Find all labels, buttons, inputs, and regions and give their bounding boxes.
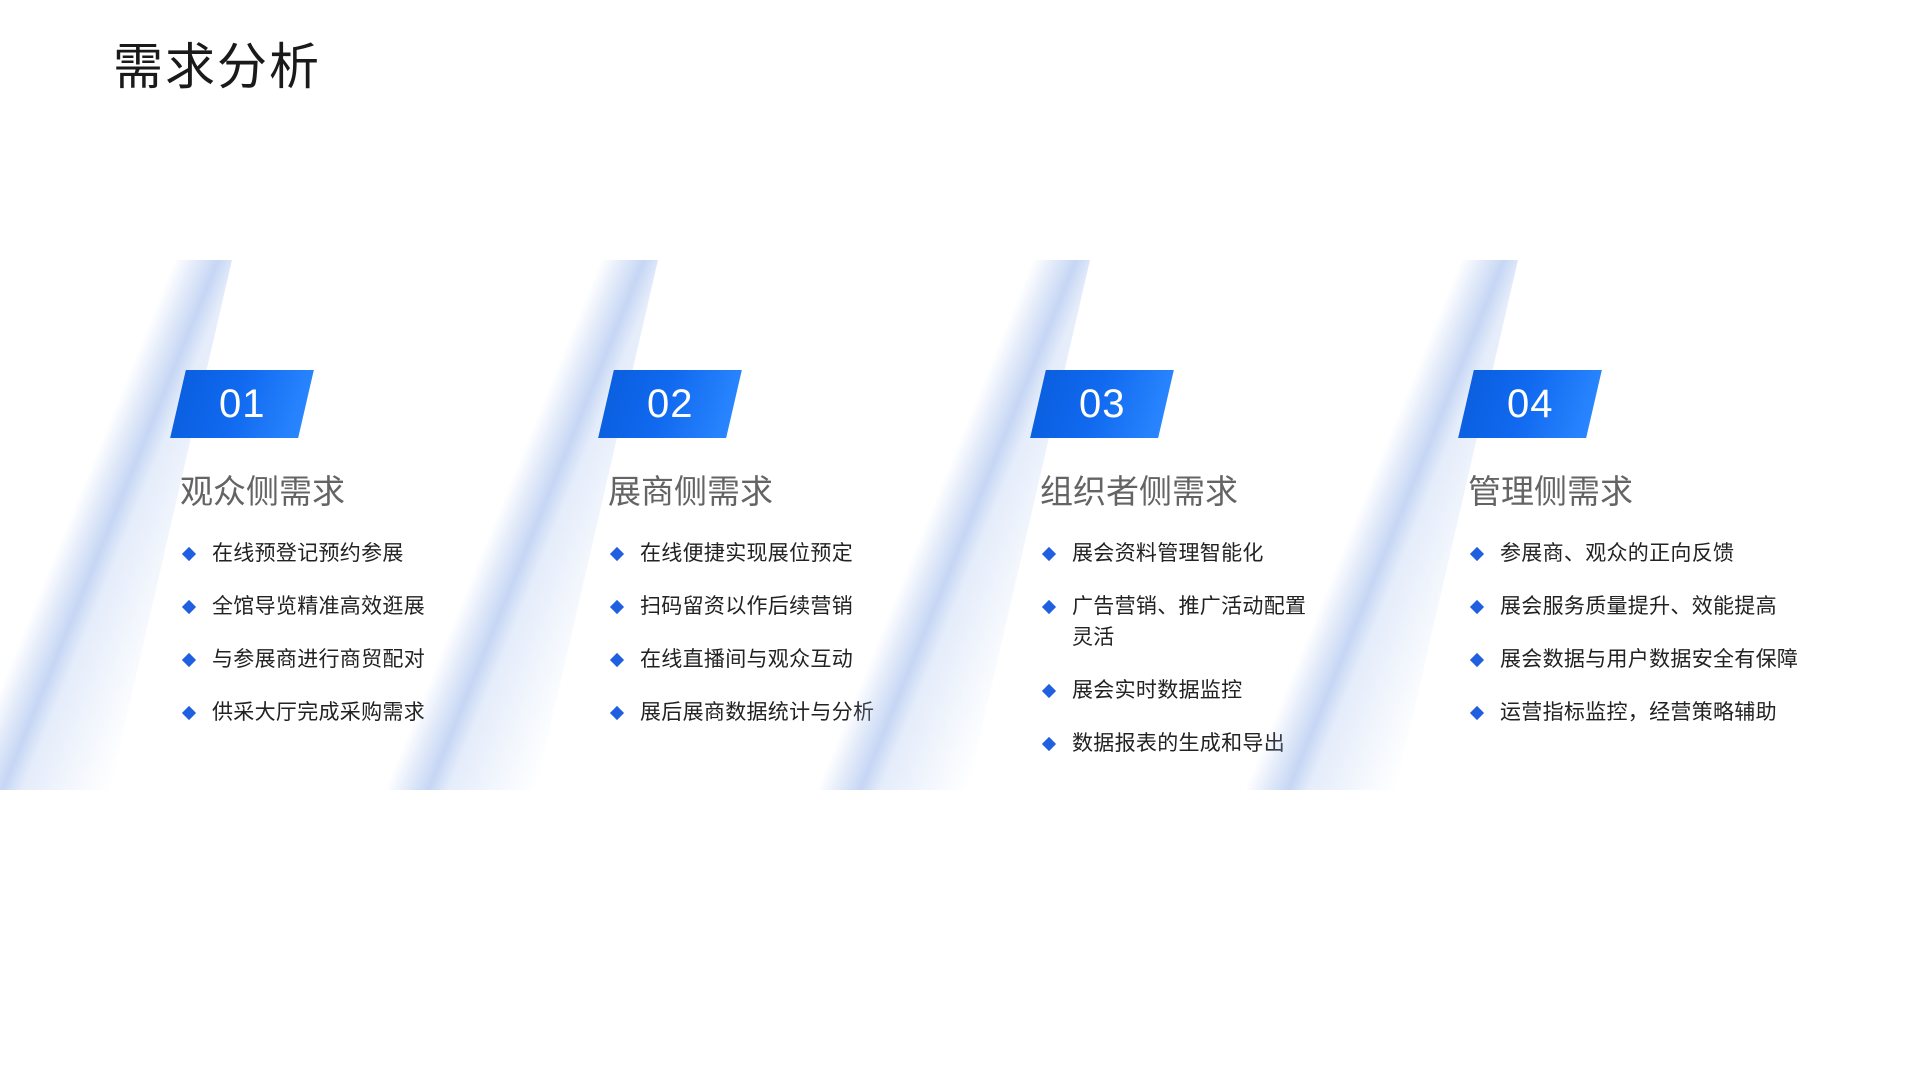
list-item: 全馆导览精准高效逛展: [181, 591, 482, 622]
list-item: 在线预登记预约参展: [181, 538, 482, 569]
page-title: 需求分析: [113, 39, 321, 95]
number-badge-label: 02: [646, 382, 694, 426]
requirement-column-2: 02 展商侧需求 在线便捷实现展位预定 扫码留资以作后续营销 在线直播间与观众互…: [385, 260, 948, 830]
number-badge-1: 01: [170, 370, 314, 438]
bullet-list-3: 展会资料管理智能化 广告营销、推广活动配置灵活 展会实时数据监控 数据报表的生成…: [1041, 538, 1307, 759]
list-item-label: 供采大厅完成采购需求: [212, 701, 425, 724]
list-item: 展会实时数据监控: [1041, 675, 1307, 706]
column-heading-2: 展商侧需求: [608, 473, 773, 510]
list-item: 展会资料管理智能化: [1041, 538, 1307, 569]
diamond-bullet-icon: [609, 705, 625, 721]
diamond-bullet-icon: [181, 599, 197, 615]
list-item: 在线直播间与观众互动: [609, 644, 890, 675]
diamond-bullet-icon: [1469, 652, 1485, 668]
list-item-label: 展会资料管理智能化: [1072, 542, 1264, 565]
list-item-label: 全馆导览精准高效逛展: [212, 595, 425, 618]
list-item-label: 扫码留资以作后续营销: [640, 595, 853, 618]
list-item: 参展商、观众的正向反馈: [1469, 538, 1800, 569]
list-item: 广告营销、推广活动配置灵活: [1041, 591, 1307, 653]
list-item-label: 数据报表的生成和导出: [1072, 732, 1285, 755]
list-item: 在线便捷实现展位预定: [609, 538, 890, 569]
column-heading-3: 组织者侧需求: [1040, 473, 1238, 510]
list-item: 运营指标监控，经营策略辅助: [1469, 697, 1800, 728]
diamond-bullet-icon: [609, 599, 625, 615]
column-heading-1: 观众侧需求: [180, 473, 345, 510]
diamond-bullet-icon: [1469, 705, 1485, 721]
list-item-label: 在线直播间与观众互动: [640, 648, 853, 671]
list-item: 扫码留资以作后续营销: [609, 591, 890, 622]
requirement-column-4: 04 管理侧需求 参展商、观众的正向反馈 展会服务质量提升、效能提高 展会数据与…: [1245, 260, 1808, 830]
diamond-bullet-icon: [1041, 546, 1057, 562]
diamond-bullet-icon: [1041, 683, 1057, 699]
list-item-label: 在线预登记预约参展: [212, 542, 404, 565]
number-badge-3: 03: [1030, 370, 1174, 438]
requirement-column-3: 03 组织者侧需求 展会资料管理智能化 广告营销、推广活动配置灵活 展会实时数据…: [817, 260, 1380, 830]
diamond-bullet-icon: [181, 546, 197, 562]
number-badge-label: 03: [1078, 382, 1126, 426]
diamond-bullet-icon: [1469, 599, 1485, 615]
diamond-bullet-icon: [1469, 546, 1485, 562]
list-item-label: 在线便捷实现展位预定: [640, 542, 853, 565]
list-item: 展后展商数据统计与分析: [609, 697, 890, 728]
diamond-bullet-icon: [1041, 736, 1057, 752]
number-badge-2: 02: [598, 370, 742, 438]
number-badge-4: 04: [1458, 370, 1602, 438]
list-item-label: 运营指标监控，经营策略辅助: [1500, 701, 1777, 724]
list-item-label: 展后展商数据统计与分析: [640, 701, 875, 724]
list-item-label: 展会数据与用户数据安全有保障: [1500, 648, 1799, 671]
diamond-bullet-icon: [609, 652, 625, 668]
bullet-list-4: 参展商、观众的正向反馈 展会服务质量提升、效能提高 展会数据与用户数据安全有保障…: [1469, 538, 1800, 728]
number-badge-label: 01: [218, 382, 266, 426]
list-item-label: 与参展商进行商贸配对: [212, 648, 425, 671]
list-item-label: 广告营销、推广活动配置灵活: [1072, 595, 1307, 649]
requirements-columns: 01 观众侧需求 在线预登记预约参展 全馆导览精准高效逛展 与参展商进行商贸配对: [0, 260, 1920, 830]
bullet-list-1: 在线预登记预约参展 全馆导览精准高效逛展 与参展商进行商贸配对 供采大厅完成采购…: [181, 538, 482, 728]
requirement-column-1: 01 观众侧需求 在线预登记预约参展 全馆导览精准高效逛展 与参展商进行商贸配对: [0, 260, 520, 830]
list-item: 与参展商进行商贸配对: [181, 644, 482, 675]
list-item: 供采大厅完成采购需求: [181, 697, 482, 728]
diamond-bullet-icon: [609, 546, 625, 562]
list-item: 数据报表的生成和导出: [1041, 728, 1307, 759]
diamond-bullet-icon: [181, 705, 197, 721]
list-item-label: 展会服务质量提升、效能提高: [1500, 595, 1777, 618]
number-badge-label: 04: [1506, 382, 1554, 426]
bullet-list-2: 在线便捷实现展位预定 扫码留资以作后续营销 在线直播间与观众互动 展后展商数据统…: [609, 538, 890, 728]
diamond-bullet-icon: [1041, 599, 1057, 615]
column-heading-4: 管理侧需求: [1468, 473, 1633, 510]
list-item-label: 展会实时数据监控: [1072, 679, 1243, 702]
list-item-label: 参展商、观众的正向反馈: [1500, 542, 1735, 565]
list-item: 展会服务质量提升、效能提高: [1469, 591, 1800, 622]
diamond-bullet-icon: [181, 652, 197, 668]
list-item: 展会数据与用户数据安全有保障: [1469, 644, 1800, 675]
